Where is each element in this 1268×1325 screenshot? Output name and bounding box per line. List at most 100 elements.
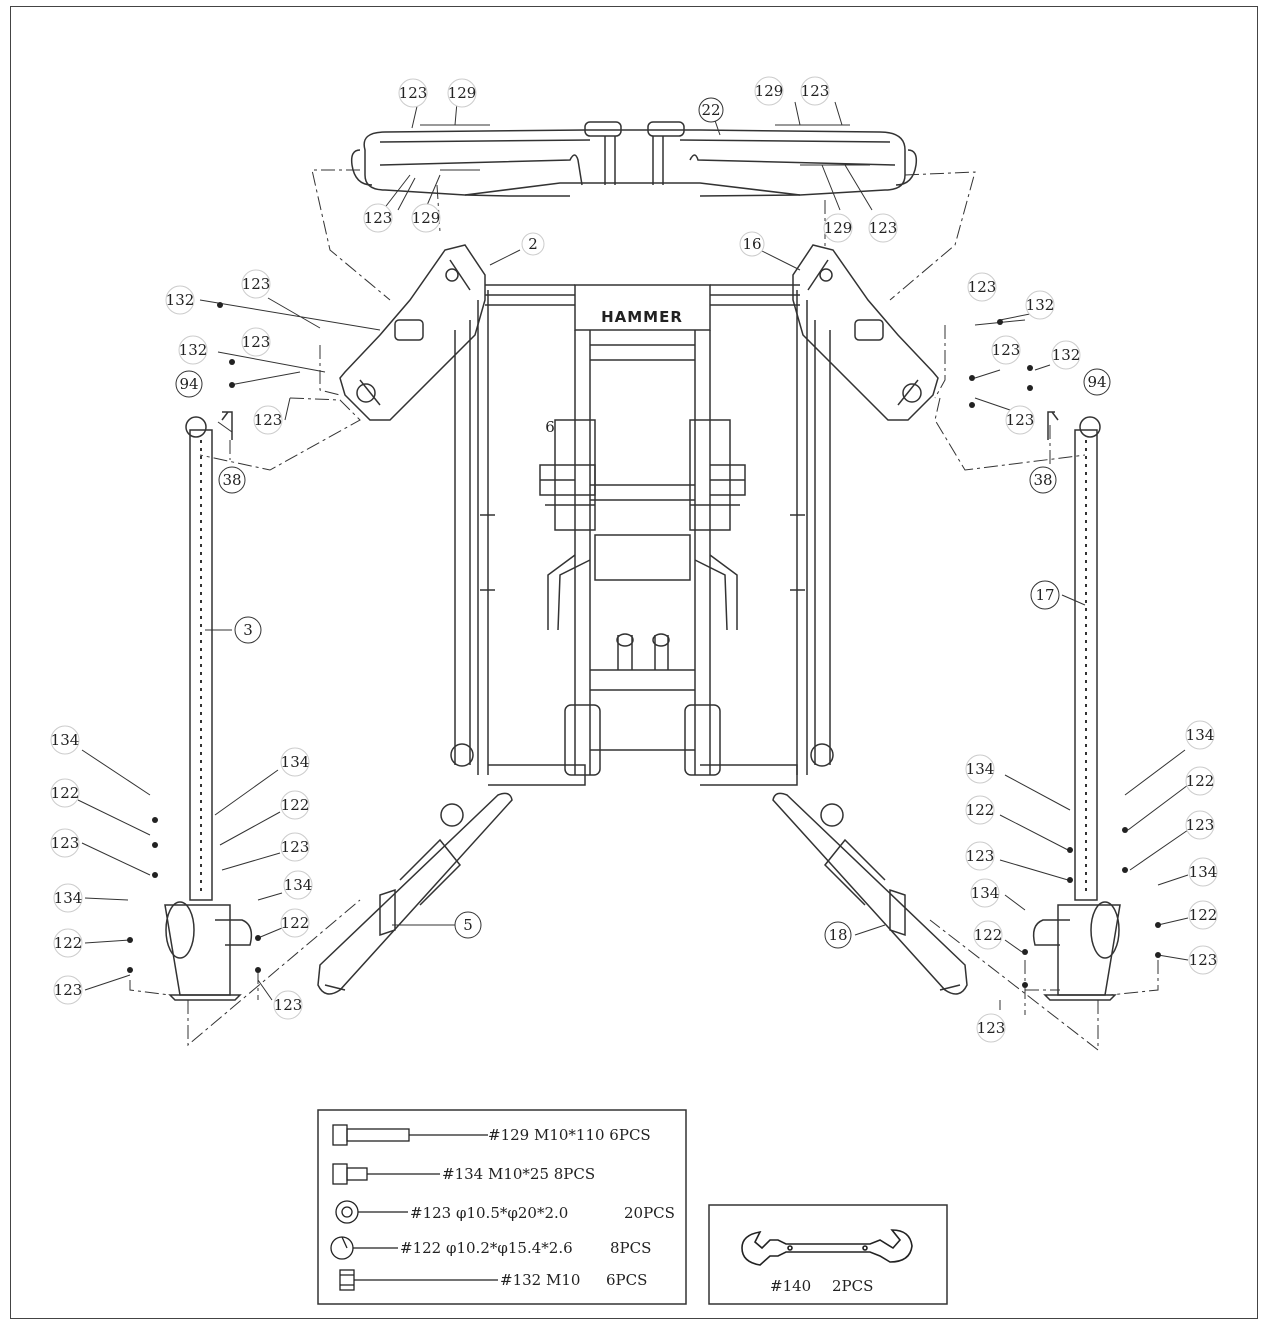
svg-text:17: 17 — [1035, 586, 1054, 604]
wrench-icon — [741, 1229, 913, 1266]
svg-text:134: 134 — [1189, 863, 1218, 881]
callout-16: 16 — [739, 231, 765, 257]
svg-text:123: 123 — [242, 333, 271, 351]
svg-text:129: 129 — [448, 84, 477, 102]
brand-logo-text: HAMMER — [601, 308, 683, 326]
svg-text:123: 123 — [1006, 411, 1035, 429]
svg-text:122: 122 — [1189, 906, 1218, 924]
callout-132: 132 — [178, 335, 208, 365]
legend-item-123: #123 φ10.5*φ20*2.0 — [410, 1204, 568, 1222]
callout-134: 134 — [970, 878, 1000, 908]
svg-text:134: 134 — [284, 876, 313, 894]
svg-text:129: 129 — [755, 82, 784, 100]
callout-123: 123 — [253, 405, 283, 435]
callout-123: 123 — [398, 78, 428, 108]
hardware-legend: #129 M10*110 6PCS #134 M10*25 8PCS #123 … — [317, 1109, 687, 1305]
legend-item-122: #122 φ10.2*φ15.4*2.6 — [400, 1239, 573, 1257]
callout-123: 123 — [991, 335, 1021, 365]
callout-5: 5 — [454, 911, 482, 939]
svg-text:22: 22 — [701, 101, 720, 119]
legend-item-140-qty: 2PCS — [832, 1277, 873, 1295]
callout-134: 134 — [53, 883, 83, 913]
svg-text:129: 129 — [824, 219, 853, 237]
callout-123: 123 — [241, 269, 271, 299]
callout-123: 123 — [965, 841, 995, 871]
callout-6: 6 — [545, 418, 555, 436]
callout-123: 123 — [50, 828, 80, 858]
svg-text:122: 122 — [281, 796, 310, 814]
callout-123: 123 — [800, 76, 830, 106]
callout-122: 122 — [1188, 900, 1218, 930]
callout-18: 18 — [824, 921, 852, 949]
legend-item-140: #140 — [770, 1277, 811, 1295]
callout-129: 129 — [823, 213, 853, 243]
left-upright-part-3 — [164, 411, 253, 1001]
tool-legend: #140 2PCS — [708, 1204, 948, 1305]
right-arm-leaders — [759, 249, 1051, 411]
callout-122: 122 — [973, 920, 1003, 950]
svg-text:6: 6 — [545, 418, 555, 436]
svg-text:129: 129 — [412, 209, 441, 227]
svg-text:132: 132 — [1026, 296, 1055, 314]
svg-text:18: 18 — [828, 926, 847, 944]
svg-text:132: 132 — [166, 291, 195, 309]
callout-123: 123 — [241, 327, 271, 357]
callout-123: 123 — [868, 213, 898, 243]
svg-text:134: 134 — [971, 884, 1000, 902]
callout-123: 123 — [967, 272, 997, 302]
callout-134: 134 — [1188, 857, 1218, 887]
svg-text:38: 38 — [1033, 471, 1052, 489]
svg-text:134: 134 — [1186, 726, 1215, 744]
svg-text:94: 94 — [179, 375, 198, 393]
callout-22: 22 — [698, 97, 724, 123]
svg-text:123: 123 — [1186, 816, 1215, 834]
right-arm-alignment — [934, 325, 1086, 471]
legend-item-134: #134 M10*25 8PCS — [442, 1165, 595, 1183]
svg-text:122: 122 — [281, 914, 310, 932]
bolt-129-icon — [332, 1124, 488, 1146]
lower-right-alignment — [929, 919, 1159, 1052]
svg-text:132: 132 — [179, 341, 208, 359]
right-base-part-18 — [772, 792, 968, 995]
bolt-134-icon — [332, 1163, 440, 1185]
callout-122: 122 — [965, 795, 995, 825]
spring-washer-122-icon — [330, 1236, 398, 1260]
svg-text:38: 38 — [222, 471, 241, 489]
lower-right-leaders — [854, 594, 1189, 961]
left-base-part-5 — [317, 792, 513, 995]
callout-129: 129 — [411, 203, 441, 233]
svg-text:3: 3 — [243, 621, 253, 639]
svg-text:123: 123 — [869, 219, 898, 237]
callout-38: 38 — [218, 466, 246, 494]
left-arm-alignment — [199, 345, 361, 471]
main-frame — [440, 284, 844, 827]
svg-text:16: 16 — [742, 235, 761, 253]
callout-134: 134 — [1185, 720, 1215, 750]
callout-134: 134 — [283, 870, 313, 900]
svg-text:123: 123 — [1189, 951, 1218, 969]
callout-122: 122 — [53, 928, 83, 958]
legend-item-123-qty: 20PCS — [624, 1204, 675, 1222]
callout-123: 123 — [280, 832, 310, 862]
svg-text:122: 122 — [51, 784, 80, 802]
left-upper-arm-part-2 — [339, 244, 486, 421]
right-upper-arm-part-16 — [792, 244, 939, 421]
diagram-frame — [10, 6, 1258, 1319]
callout-labels: 22 123 129 129 123 123 129 129 123 2 16 … — [50, 76, 1218, 1043]
legend-item-132: #132 M10 — [500, 1271, 580, 1289]
svg-text:123: 123 — [992, 341, 1021, 359]
svg-text:123: 123 — [242, 275, 271, 293]
callout-129: 129 — [754, 76, 784, 106]
svg-text:5: 5 — [463, 916, 473, 934]
callout-123: 123 — [273, 990, 303, 1020]
svg-text:134: 134 — [281, 753, 310, 771]
svg-text:123: 123 — [281, 838, 310, 856]
svg-text:122: 122 — [1186, 772, 1215, 790]
left-arm-leaders — [199, 249, 521, 433]
callout-94: 94 — [175, 370, 203, 398]
callout-122: 122 — [280, 790, 310, 820]
svg-text:123: 123 — [968, 278, 997, 296]
callout-38: 38 — [1029, 466, 1057, 494]
callout-134: 134 — [965, 754, 995, 784]
